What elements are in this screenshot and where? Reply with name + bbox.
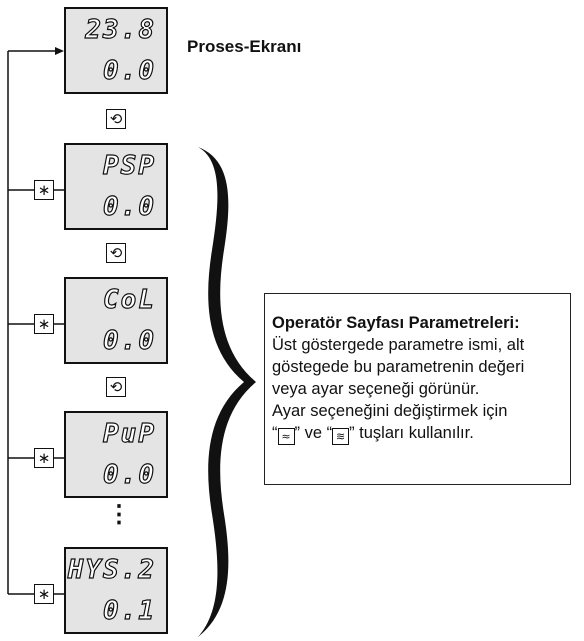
info-line-3: veya ayar seçeneği görünür. [272, 380, 480, 398]
param-display-col: CoL 0.0 [64, 277, 168, 364]
param-display-psp: PSP 0.0 [64, 143, 168, 230]
info-line-1: Üst göstergede parametre ismi, alt [272, 336, 525, 354]
display-bottom-value: 0.0 [102, 55, 156, 86]
rotate-key[interactable]: ⟲ [106, 243, 126, 263]
rotate-icon: ⟲ [109, 377, 123, 396]
rotate-key[interactable]: ⟲ [106, 377, 126, 397]
star-icon: ∗ [37, 448, 51, 467]
info-line-5: “≈” ve “≋” tuşları kullanılır. [272, 422, 570, 445]
quote-open: “ [272, 424, 278, 442]
info-box: Operatör Sayfası Parametreleri: Üst göst… [264, 293, 571, 485]
star-key[interactable]: ∗ [34, 448, 54, 468]
display-bottom-value: 0.0 [102, 459, 156, 490]
display-bottom-value: 0.0 [102, 325, 156, 356]
star-key[interactable]: ∗ [34, 314, 54, 334]
rotate-icon: ⟲ [109, 109, 123, 128]
star-icon: ∗ [37, 180, 51, 199]
rotate-icon: ⟲ [109, 243, 123, 262]
quote-end: ” tuşları kullanılır. [349, 424, 474, 442]
star-key[interactable]: ∗ [34, 180, 54, 200]
rotate-key[interactable]: ⟲ [106, 109, 126, 129]
param-display-pup: PuP 0.0 [64, 411, 168, 498]
display-bottom-value: 0.1 [102, 595, 156, 626]
process-screen-label: Proses-Ekranı [187, 37, 302, 56]
process-display: 23.8 0.0 [64, 7, 168, 94]
info-heading: Operatör Sayfası Parametreleri: [272, 314, 520, 332]
display-top-value: PuP [102, 418, 156, 449]
ellipsis-vertical: ⋮ [107, 501, 131, 528]
quote-mid: ” ve “ [294, 424, 333, 442]
display-bottom-value: 0.0 [102, 191, 156, 222]
display-top-value: PSP [102, 150, 156, 181]
param-display-hys2: HYS.2 0.1 [64, 547, 168, 634]
return-arrow-head [55, 47, 64, 55]
curly-brace [198, 147, 256, 637]
display-top-value: CoL [102, 284, 156, 315]
display-top-value: HYS.2 [67, 554, 156, 585]
info-line-2: göstegede bu parametrenin değeri [272, 358, 525, 376]
info-line-4: Ayar seçeneğini değiştirmek için [272, 402, 508, 420]
display-top-value: 23.8 [85, 14, 156, 45]
down-key-icon: ≋ [332, 428, 350, 445]
up-key-icon: ≈ [277, 428, 295, 445]
star-key[interactable]: ∗ [34, 584, 54, 604]
star-icon: ∗ [37, 314, 51, 333]
star-icon: ∗ [37, 584, 51, 603]
